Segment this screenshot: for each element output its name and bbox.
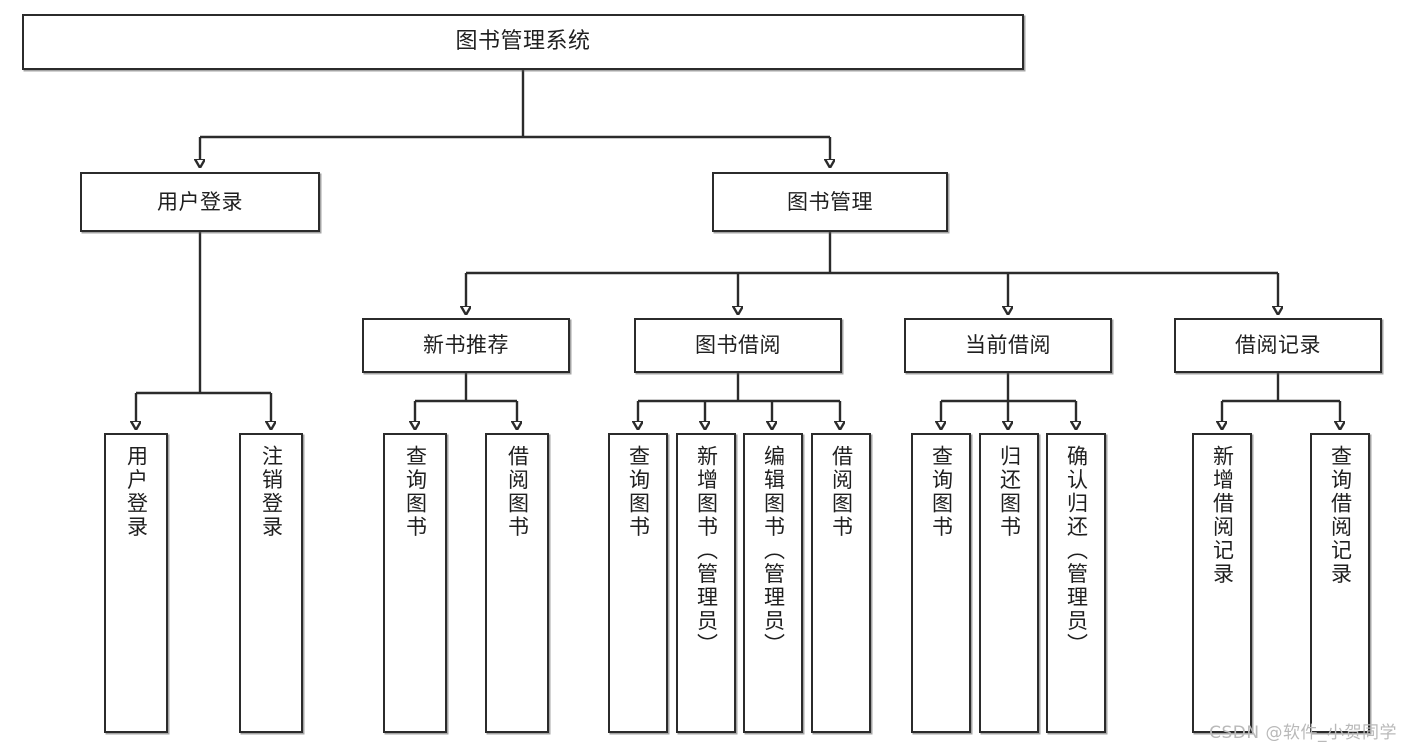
node-label: 图书管理 [787, 189, 873, 214]
node-label: 新增图书（管理员） [694, 445, 719, 657]
node-user-login[interactable]: 用户登录 [80, 172, 320, 232]
node-label: 编辑图书（管理员） [761, 445, 786, 657]
node-label: 借阅图书 [829, 445, 854, 539]
node-label: 用户登录 [157, 189, 243, 214]
leaf-logout-login[interactable]: 注销登录 [239, 433, 303, 733]
node-label: 查询图书 [929, 445, 954, 539]
leaf-add-book-admin[interactable]: 新增图书（管理员） [676, 433, 736, 733]
node-label: 借阅记录 [1235, 333, 1321, 358]
node-label: 查询图书 [626, 445, 651, 539]
node-label: 新增借阅记录 [1210, 445, 1235, 586]
leaf-add-borrow-record[interactable]: 新增借阅记录 [1192, 433, 1252, 733]
node-label: 归还图书 [997, 445, 1022, 539]
node-book-borrow[interactable]: 图书借阅 [634, 318, 842, 373]
node-label: 借阅图书 [505, 445, 530, 539]
leaf-borrow-book-borrow[interactable]: 借阅图书 [811, 433, 871, 733]
node-book-management[interactable]: 图书管理 [712, 172, 948, 232]
leaf-edit-book-admin[interactable]: 编辑图书（管理员） [743, 433, 803, 733]
node-label: 查询借阅记录 [1328, 445, 1353, 586]
node-current-borrow[interactable]: 当前借阅 [904, 318, 1112, 373]
node-root-system[interactable]: 图书管理系统 [22, 14, 1024, 70]
node-label: 图书管理系统 [455, 29, 591, 55]
leaf-query-borrow-record[interactable]: 查询借阅记录 [1310, 433, 1370, 733]
node-new-book-recommend[interactable]: 新书推荐 [362, 318, 570, 373]
leaf-query-book-borrow[interactable]: 查询图书 [608, 433, 668, 733]
node-label: 注销登录 [259, 445, 284, 539]
node-label: 查询图书 [403, 445, 428, 539]
node-label: 确认归还（管理员） [1064, 445, 1089, 657]
leaf-user-login[interactable]: 用户登录 [104, 433, 168, 733]
leaf-query-book-recommend[interactable]: 查询图书 [383, 433, 447, 733]
node-borrow-record[interactable]: 借阅记录 [1174, 318, 1382, 373]
node-label: 当前借阅 [965, 333, 1051, 358]
watermark-text: CSDN @软件_小贺同学 [1209, 723, 1397, 743]
leaf-confirm-return-admin[interactable]: 确认归还（管理员） [1046, 433, 1106, 733]
node-label: 新书推荐 [423, 333, 509, 358]
leaf-query-book-current[interactable]: 查询图书 [911, 433, 971, 733]
node-label: 图书借阅 [695, 333, 781, 358]
leaf-return-book[interactable]: 归还图书 [979, 433, 1039, 733]
node-label: 用户登录 [124, 445, 149, 539]
leaf-borrow-book-recommend[interactable]: 借阅图书 [485, 433, 549, 733]
